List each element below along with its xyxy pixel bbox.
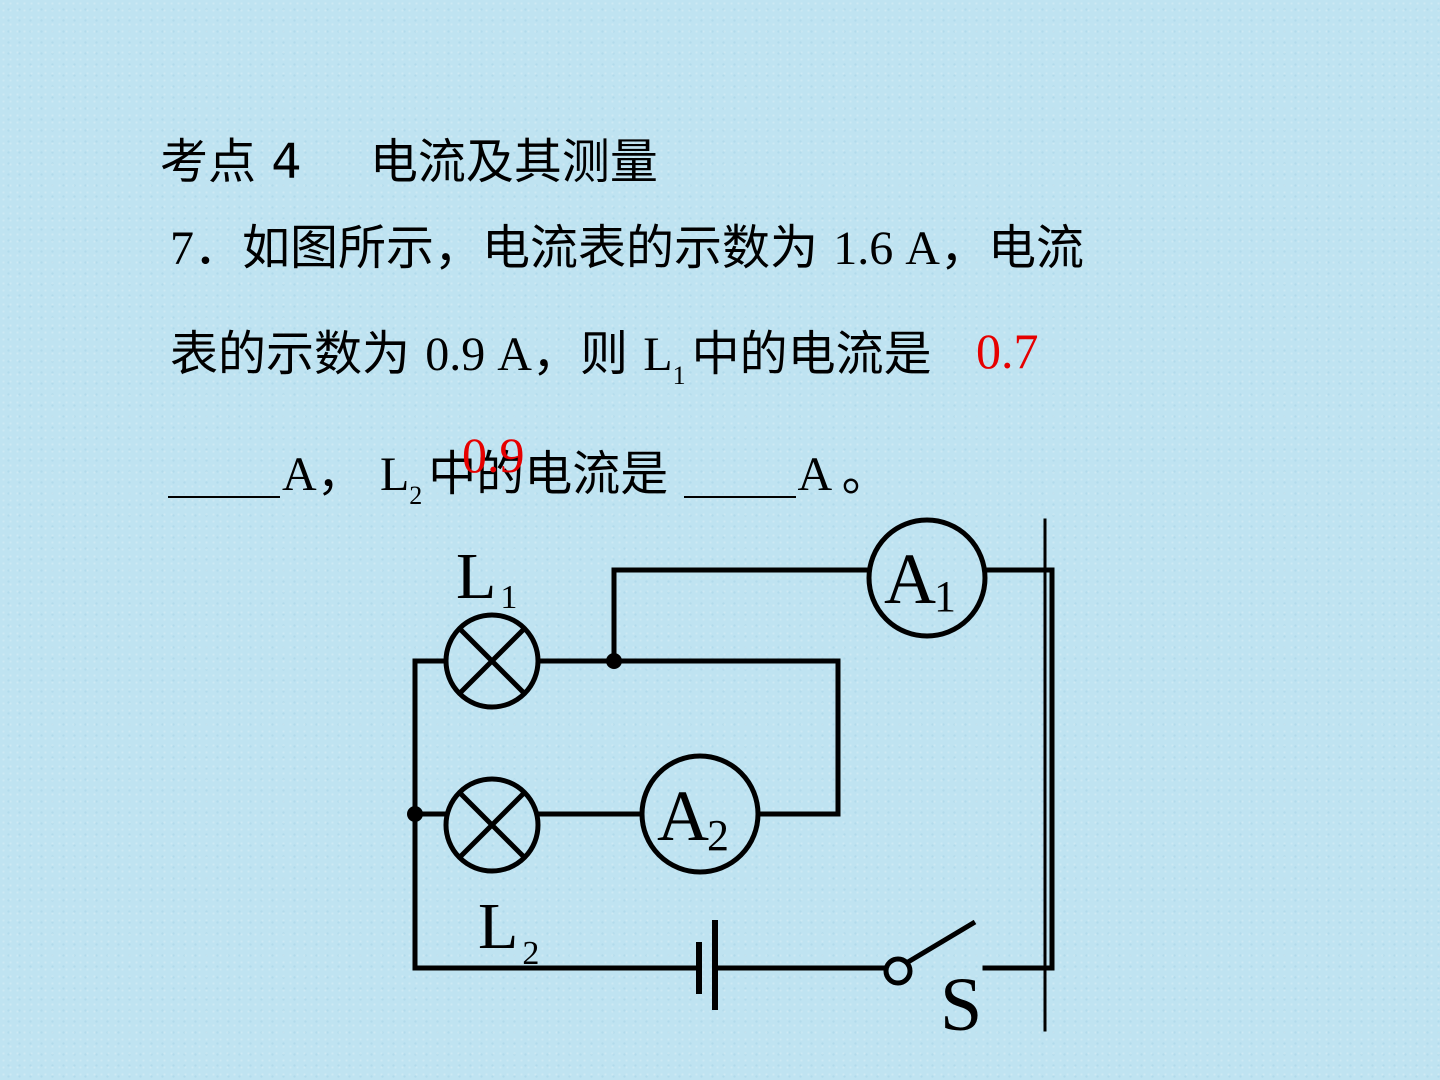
question-text: 中的电流是: [428, 446, 669, 502]
lamp-1-ref-sub: 1: [672, 361, 686, 390]
answer-l2-current: 0.9: [462, 427, 525, 483]
ammeter-a2-icon: [639, 753, 761, 875]
junction-dot: [606, 653, 622, 669]
answer-blank-2: [683, 496, 796, 498]
question-text: ，则: [531, 326, 628, 382]
ammeter-a2-label: A2: [657, 776, 729, 860]
question-text: 中的电流是: [691, 326, 932, 382]
question-number: 7．: [170, 222, 243, 275]
section-title: 电流及其测量: [369, 134, 658, 190]
answer-blank-1: [168, 496, 280, 498]
ammeter-2-reading: 0.9 A: [425, 328, 532, 381]
question-text: A，: [282, 448, 365, 501]
lamp-2-ref-sub: 2: [409, 481, 423, 510]
wire-a1-right: [982, 567, 1055, 971]
answer-l1-current: 0.7: [976, 323, 1039, 379]
question-text: ，电流: [939, 220, 1084, 276]
question-line-1: 7．如图所示，电流表的示数为 1.6 A，电流: [170, 224, 1084, 273]
ammeter-1-reading: 1.6 A: [833, 222, 940, 275]
lamp-l1-icon: [443, 612, 541, 710]
wire-l1-right: [536, 658, 841, 817]
ammeter-a1-label: A1: [884, 539, 956, 621]
switch-label: S: [940, 963, 982, 1047]
switch-icon: [883, 919, 977, 986]
question-text: 表的示数为: [170, 326, 411, 382]
question-text: A 。: [797, 448, 890, 501]
lamp-l2-icon: [443, 776, 541, 874]
junction-dot: [407, 806, 423, 822]
wire-a1-branch: [611, 567, 872, 664]
question-text: 如图所示，电流表的示数为: [242, 220, 819, 276]
lamp-2-ref: L: [379, 448, 410, 501]
section-number: 考点 4: [160, 134, 302, 190]
ammeter-a1-icon: [866, 517, 988, 639]
battery-icon: [696, 920, 718, 1010]
lamp-1-ref: L: [643, 328, 673, 381]
